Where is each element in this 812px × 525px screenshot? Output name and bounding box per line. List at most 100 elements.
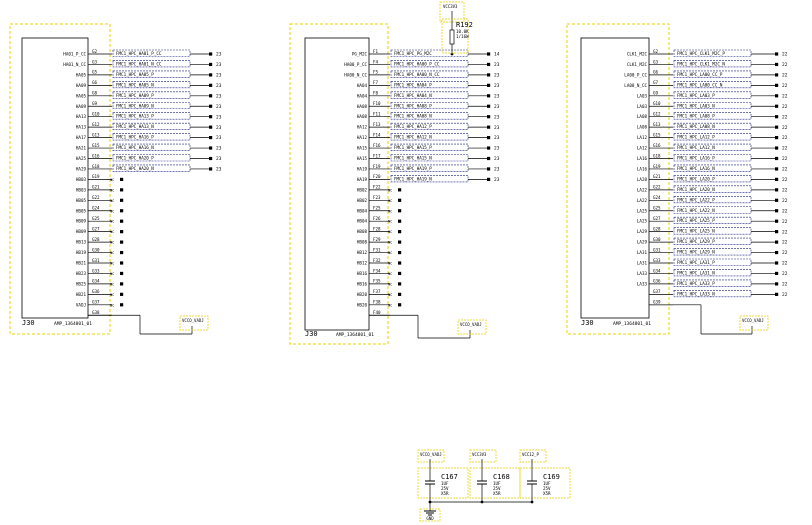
offpage-marker (209, 62, 213, 67)
net-label: FMC1_HPC_CLK1_M2C_N (677, 61, 725, 66)
pin-name: HB23 (76, 271, 87, 276)
nc-label: NC (110, 199, 114, 203)
net-label: FMC1_HPC_HA19_N (394, 176, 432, 181)
cap-frame (417, 467, 469, 499)
cap-ref: C168 (493, 473, 510, 481)
net-label-box (673, 258, 752, 266)
net-label: FMC1_HPC_HA09_P (116, 93, 154, 98)
net-label: FMC1_HPC_HA20_N (116, 166, 154, 171)
pin-number: G19 (92, 174, 100, 179)
offpage-marker (775, 136, 779, 140)
pin-number: G24 (653, 195, 661, 200)
net-label-box (112, 81, 191, 89)
pin-number: G37 (653, 289, 661, 294)
nc-label: NC (388, 262, 392, 266)
pin-number: G24 (92, 206, 100, 211)
net-label: FMC1_HPC_HA04_N (394, 93, 432, 98)
net-label-box (673, 143, 752, 151)
offpage-ref: 22 (782, 208, 788, 214)
offpage-marker (487, 146, 491, 150)
cap-voltage: 25V (543, 486, 551, 491)
pin-number: F31 (373, 247, 381, 252)
pin-name: LA12 (637, 146, 648, 151)
pin-name: HB08 (357, 240, 368, 245)
net-label: FMC1_HPC_LA00_CC_N (677, 82, 723, 87)
nc-marker (120, 219, 124, 223)
offpage-marker (775, 230, 779, 234)
pin-number: G19 (653, 164, 661, 169)
pin-name: HB25 (76, 281, 87, 286)
pin-name: HA01_P_CC (63, 52, 86, 57)
offpage-ref: 23 (494, 62, 500, 68)
offpage-marker (775, 115, 779, 119)
nc-label: NC (388, 230, 392, 234)
offpage-ref: 22 (782, 187, 788, 193)
net-label: FMC1_HPC_LA16_P (677, 156, 715, 161)
pin-name: HA15 (357, 156, 368, 161)
pin-number: G37 (92, 300, 100, 305)
net-label-box (390, 122, 469, 130)
connector-body (304, 37, 370, 331)
decoupling-capacitors: VCCO_VADJC1671UF25VX5RVCC3V3C1681UF25VX5… (417, 449, 571, 522)
offpage-marker (209, 104, 213, 108)
pin-number: G38 (92, 310, 100, 315)
offpage-ref: 23 (216, 135, 222, 141)
pin-name: HA25 (76, 156, 87, 161)
offpage-ref: 22 (782, 198, 788, 204)
net-label-box (390, 81, 469, 89)
nc-marker (120, 177, 124, 181)
pin-number: G8 (92, 91, 98, 96)
net-label-box (112, 91, 191, 99)
pin-number: G39 (653, 300, 661, 305)
nc-marker (398, 261, 402, 265)
connector-frame (566, 23, 670, 335)
nc-label: NC (110, 241, 114, 245)
nc-marker (398, 198, 402, 202)
net-label-box (673, 269, 752, 277)
pin-name: HA12 (357, 135, 368, 140)
pin-number: F11 (373, 112, 381, 117)
net-label: FMC1_HPC_LA03_N (677, 103, 715, 108)
pin-number: G10 (92, 112, 100, 117)
net-label-box (112, 154, 191, 162)
resistor-body (449, 29, 455, 45)
offpage-ref: 23 (216, 73, 222, 79)
pin-number: F34 (373, 268, 381, 273)
offpage-ref: 22 (782, 104, 788, 110)
pin-name: HB13 (76, 240, 87, 245)
nc-marker (398, 271, 402, 276)
pin-number: F32 (373, 258, 381, 263)
connector-part-number: AMP_1364801_01 (336, 332, 374, 338)
net-label: FMC1_HPC_LA22_P (677, 197, 715, 202)
pin-name: HA17 (76, 135, 87, 140)
net-label: FMC1_HPC_LA31_P (677, 260, 715, 265)
nc-marker (398, 240, 402, 244)
nc-marker (398, 250, 402, 255)
nc-label: NC (110, 178, 114, 182)
offpage-marker (487, 156, 491, 161)
pin-number: G9 (92, 101, 98, 106)
pin-name: HB20 (357, 292, 368, 297)
offpage-marker (775, 52, 779, 56)
offpage-ref: 22 (782, 93, 788, 99)
pin-name: HA21 (76, 146, 87, 151)
offpage-marker (209, 73, 213, 77)
net-label: FMC1_HPC_HA00_P_CC (394, 61, 440, 66)
nc-label: NC (110, 303, 114, 307)
pin-number: F7 (373, 80, 379, 85)
offpage-marker (209, 83, 213, 87)
nc-marker (398, 188, 402, 192)
cap-ref: C167 (441, 473, 458, 481)
net-label-box (112, 60, 191, 68)
pin-number: G21 (653, 174, 661, 179)
pin-name: HA08 (357, 114, 368, 119)
pin-name: HB12 (357, 250, 368, 255)
net-label-box (112, 122, 191, 130)
cap-rail-label: VCC12_P (522, 452, 539, 457)
net-label: FMC1_HPC_LA25_P (677, 218, 715, 223)
nc-label: NC (110, 262, 114, 266)
offpage-ref: 22 (782, 219, 788, 225)
pin-number: G33 (92, 268, 100, 273)
pin-name: HA12 (357, 125, 368, 130)
nc-marker (120, 188, 124, 192)
